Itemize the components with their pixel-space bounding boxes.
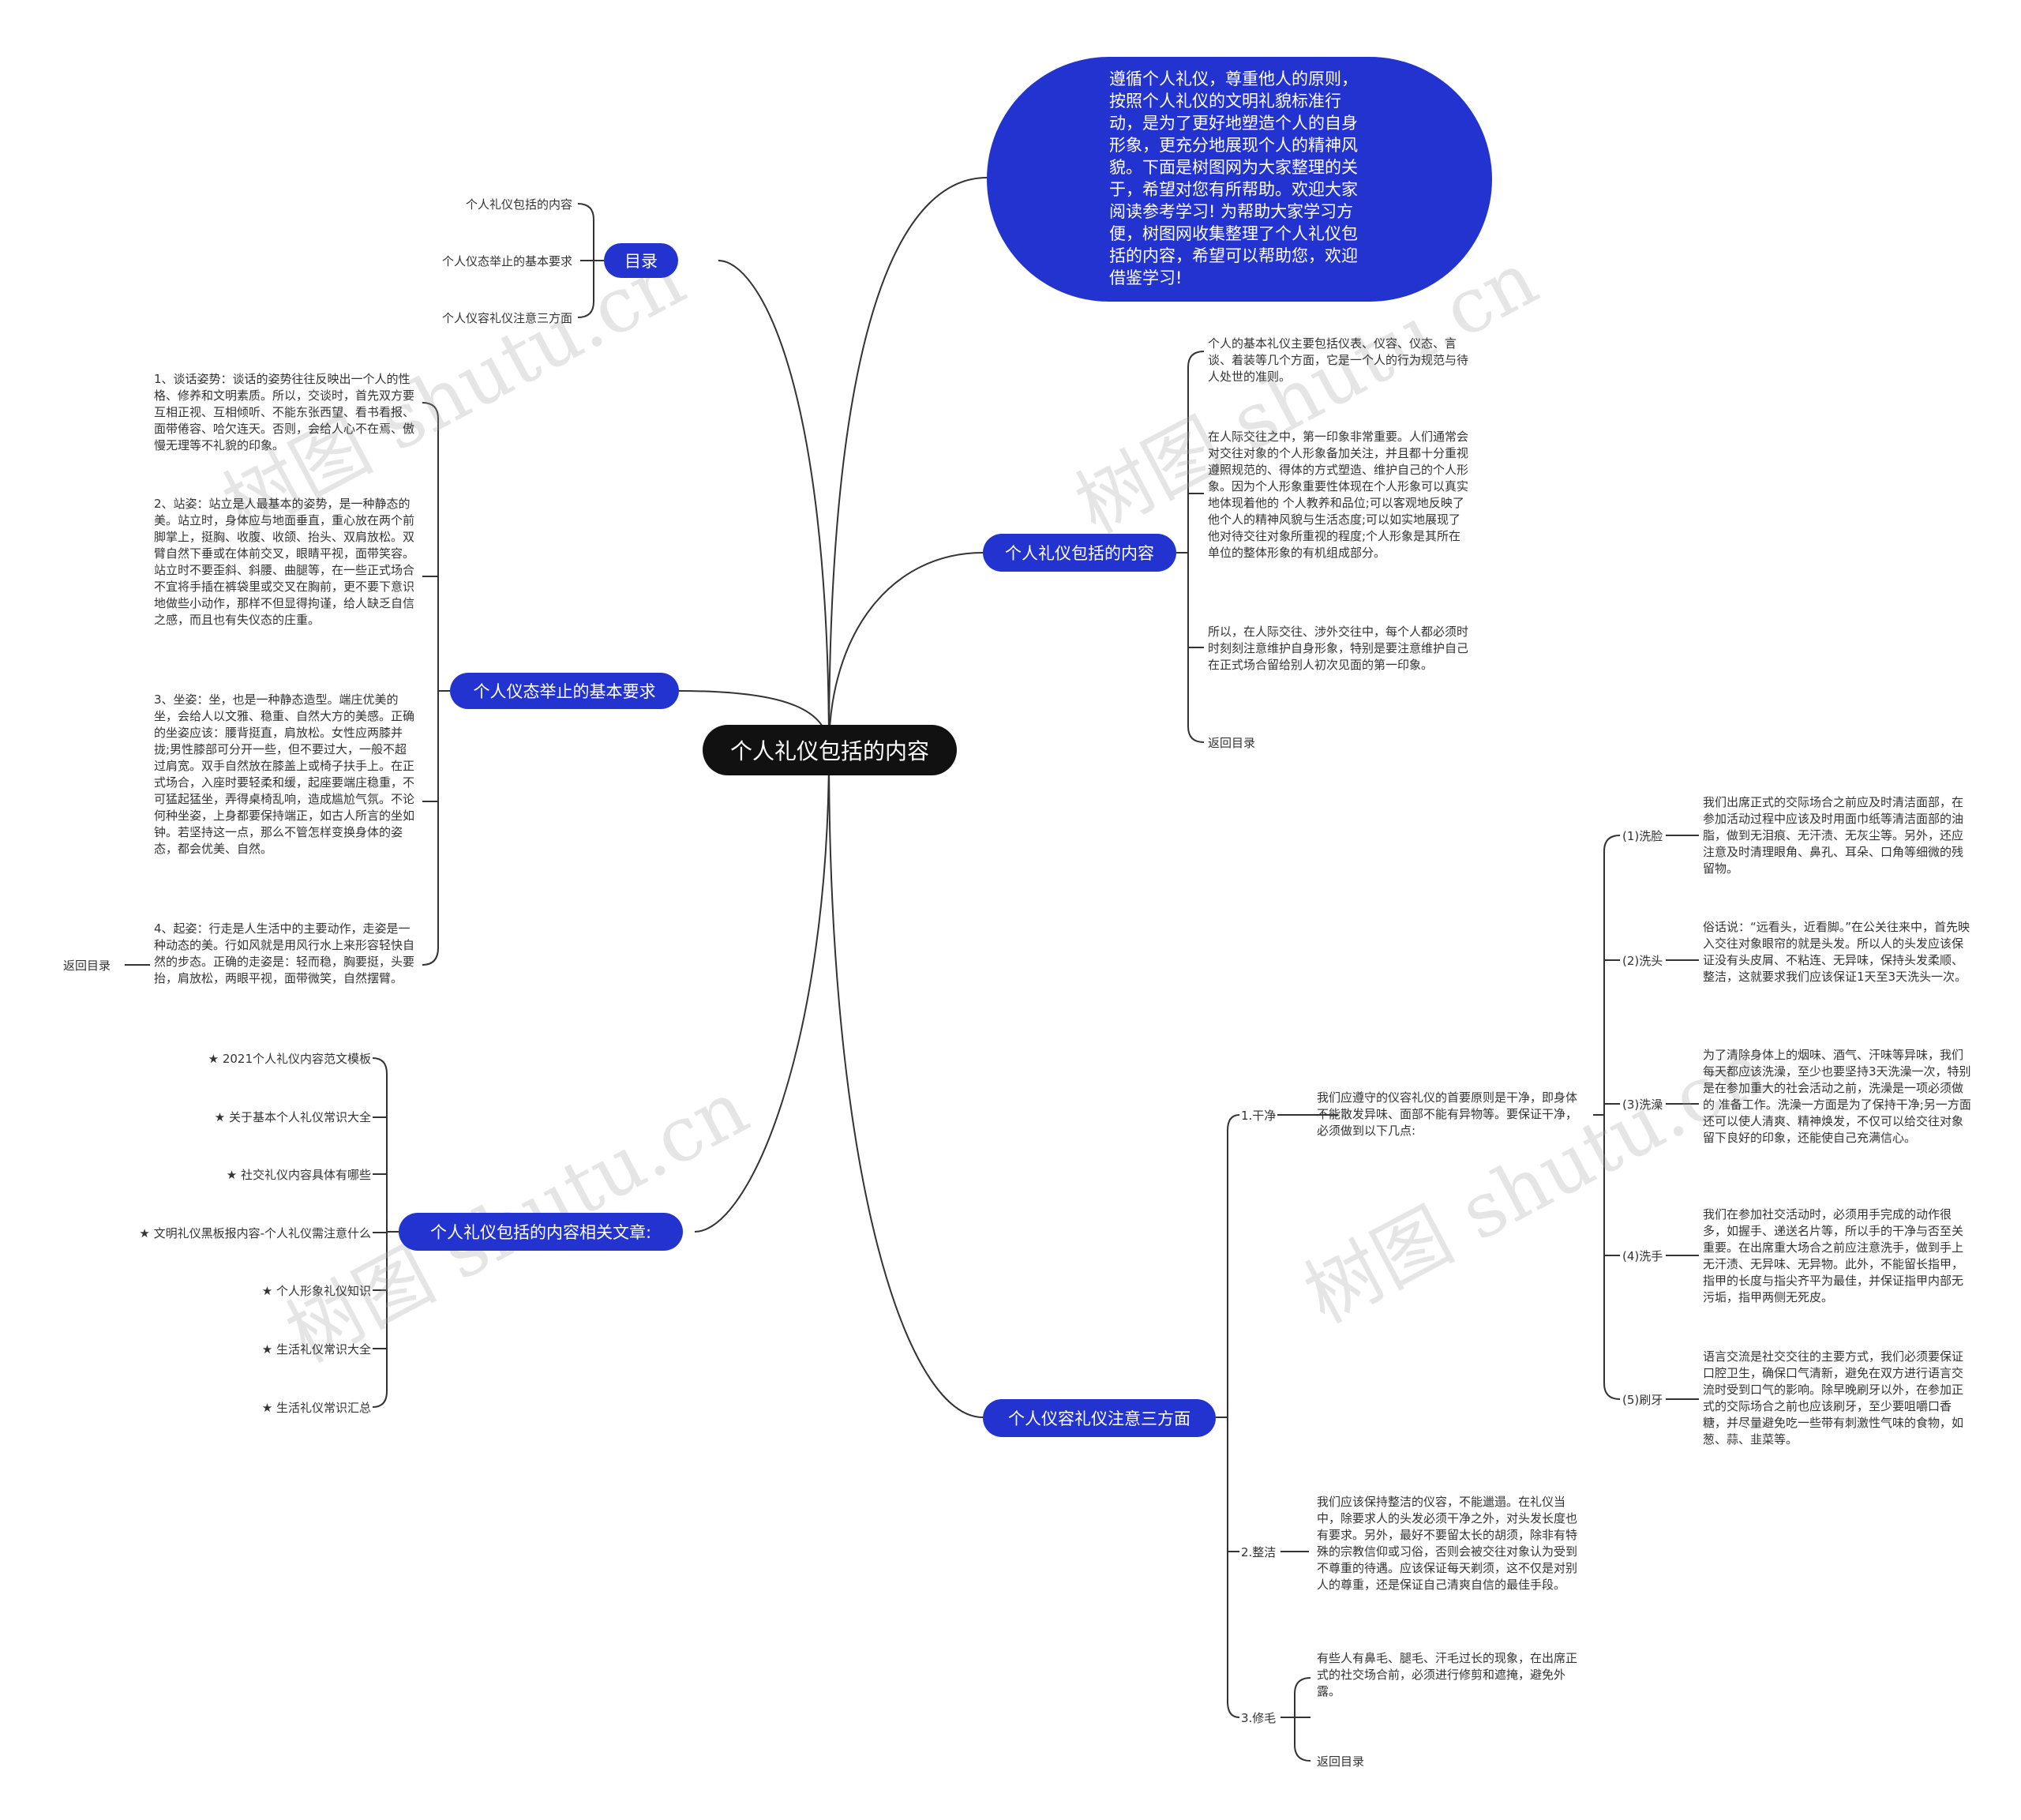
intro-text: 遵循个人礼仪，尊重他人的原则，按照个人礼仪的文明礼貌标准行动，是为了更好地塑造个…: [1109, 69, 1358, 287]
clean-bath-label[interactable]: (3)洗澡: [1622, 1098, 1663, 1112]
posture-sit-text: 3、坐姿：坐，也是一种静态造型。端庄优美的坐，会给人以文雅、稳重、自然大方的美感…: [154, 692, 415, 856]
clean-hair-label[interactable]: (2)洗头: [1622, 954, 1663, 968]
clean-face-text: 我们出席正式的交际场合之前应及时清洁面部，在参加活动过程中应该及时用面巾纸等清洁…: [1703, 795, 1964, 876]
posture-back-link[interactable]: 返回目录: [63, 959, 111, 973]
content-node[interactable]: 个人礼仪包括的内容: [983, 534, 1176, 572]
related-article-5[interactable]: ★ 个人形象礼仪知识: [261, 1284, 371, 1298]
toc-item-posture[interactable]: 个人仪态举止的基本要求: [441, 254, 572, 268]
content-text-3: 所以，在人际交往、涉外交往中，每个人都必须时时刻刻注意维护自身形象，特别是要注意…: [1208, 625, 1469, 672]
clean-hair-text: 俗话说：“远看头，近看脚。”在公关往来中，首先映入交往对象眼帘的就是头发。所以人…: [1703, 920, 1970, 984]
content-text-1: 个人的基本礼仪主要包括仪表、仪容、仪态、言谈、着装等几个方面，它是一个人的行为规…: [1208, 336, 1469, 384]
related-article-7[interactable]: ★ 生活礼仪常识汇总: [261, 1401, 371, 1415]
posture-talk-text: 1、谈话姿势：谈话的姿势往往反映出一个人的性格、修养和文明素质。所以，交谈时，首…: [154, 372, 415, 452]
grooming-trim-text: 有些人有鼻毛、腿毛、汗毛过长的现象，在出席正式的社交场合前，必须进行修剪和遮掩，…: [1317, 1651, 1578, 1698]
related-article-2[interactable]: ★ 关于基本个人礼仪常识大全: [214, 1110, 371, 1124]
intro-bubble[interactable]: 遵循个人礼仪，尊重他人的原则，按照个人礼仪的文明礼貌标准行动，是为了更好地塑造个…: [987, 57, 1492, 302]
posture-node[interactable]: 个人仪态举止的基本要求: [450, 673, 679, 709]
clean-teeth-text: 语言交流是社交交往的主要方式，我们必须要保证口腔卫生，确保口气清新，避免在双方进…: [1703, 1349, 1964, 1447]
content-text-2: 在人际交往之中，第一印象非常重要。人们通常会对交往对象的个人形象备加关注，并且都…: [1208, 430, 1469, 560]
related-article-3[interactable]: ★ 社交礼仪内容具体有哪些: [226, 1168, 371, 1182]
posture-stand-text: 2、站姿：站立是人最基本的姿势，是一种静态的美。站立时，身体应与地面垂直，重心放…: [154, 497, 415, 627]
grooming-tidy-label[interactable]: 2.整洁: [1241, 1545, 1277, 1559]
posture-walk-text: 4、起姿：行走是人生活中的主要动作，走姿是一种动态的美。行如风就是用风行水上来形…: [154, 921, 415, 985]
related-node[interactable]: 个人礼仪包括的内容相关文章:: [399, 1213, 683, 1251]
related-article-1[interactable]: ★ 2021个人礼仪内容范文模板: [208, 1052, 371, 1066]
content-back-link[interactable]: 返回目录: [1208, 736, 1256, 750]
clean-bath-text: 为了清除身体上的烟味、酒气、汗味等异味，我们每天都应该洗澡，至少也要坚持3天洗澡…: [1703, 1048, 1971, 1145]
clean-hands-label[interactable]: (4)洗手: [1622, 1249, 1663, 1263]
related-article-6[interactable]: ★ 生活礼仪常识大全: [261, 1342, 371, 1357]
toc-item-content[interactable]: 个人礼仪包括的内容: [465, 197, 572, 212]
related-article-4[interactable]: ★ 文明礼仪黑板报内容-个人礼仪需注意什么: [139, 1226, 371, 1240]
grooming-tidy-text: 我们应该保持整洁的仪容，不能邋遢。在礼仪当中，除要求人的头发必须干净之外，对头发…: [1317, 1495, 1578, 1592]
grooming-clean-label[interactable]: 1.干净: [1241, 1109, 1277, 1123]
toc-node[interactable]: 目录: [604, 243, 678, 278]
grooming-node[interactable]: 个人仪容礼仪注意三方面: [983, 1399, 1216, 1437]
grooming-clean-desc: 我们应遵守的仪容礼仪的首要原则是干净，即身体不能散发异味、面部不能有异物等。要保…: [1317, 1090, 1578, 1138]
clean-teeth-label[interactable]: (5)刷牙: [1622, 1393, 1663, 1407]
clean-hands-text: 我们在参加社交活动时，必须用手完成的动作很多，如握手、递送名片等，所以手的干净与…: [1703, 1207, 1964, 1304]
root-node[interactable]: 个人礼仪包括的内容: [703, 725, 957, 775]
grooming-back-link[interactable]: 返回目录: [1317, 1754, 1365, 1769]
toc-item-grooming[interactable]: 个人仪容礼仪注意三方面: [441, 311, 572, 325]
grooming-trim-label[interactable]: 3.修毛: [1241, 1711, 1277, 1725]
clean-face-label[interactable]: (1)洗脸: [1622, 829, 1663, 843]
